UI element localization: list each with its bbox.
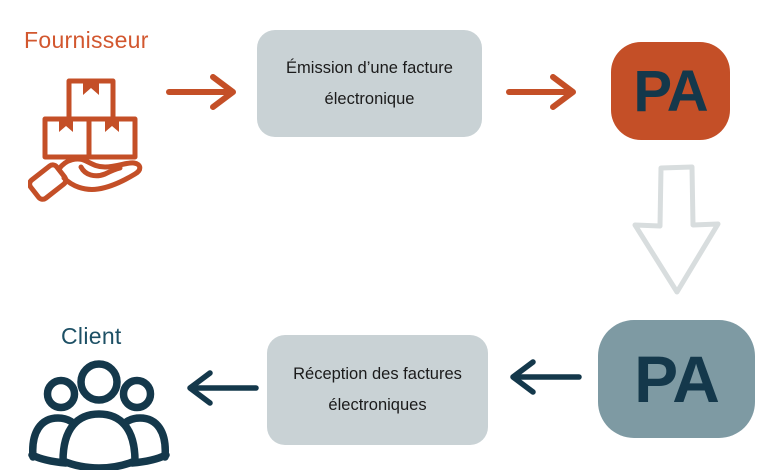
emission-step-box: Émission d’une facture électronique — [257, 30, 482, 137]
hand-holding-boxes-icon — [28, 74, 154, 202]
reception-step-box: Réception des factures électroniques — [267, 335, 488, 445]
emission-step-text: Émission d’une facture électronique — [286, 58, 453, 108]
supplier-label: Fournisseur — [24, 27, 149, 53]
arrow-reception-to-client-icon — [180, 368, 262, 408]
arrow-platform-to-reception-icon — [501, 357, 585, 397]
arrow-supplier-to-emission-icon — [163, 72, 245, 112]
platform-pa-bottom: PA — [598, 320, 755, 438]
platform-pa-bottom-label: PA — [634, 342, 720, 416]
reception-step-text: Réception des factures électroniques — [293, 365, 462, 414]
platform-pa-top: PA — [611, 42, 730, 140]
people-group-icon — [28, 356, 170, 470]
arrow-platform-down-icon — [630, 164, 722, 296]
arrow-emission-to-platform-icon — [503, 72, 585, 112]
platform-pa-top-label: PA — [633, 58, 708, 124]
client-label: Client — [61, 323, 122, 349]
